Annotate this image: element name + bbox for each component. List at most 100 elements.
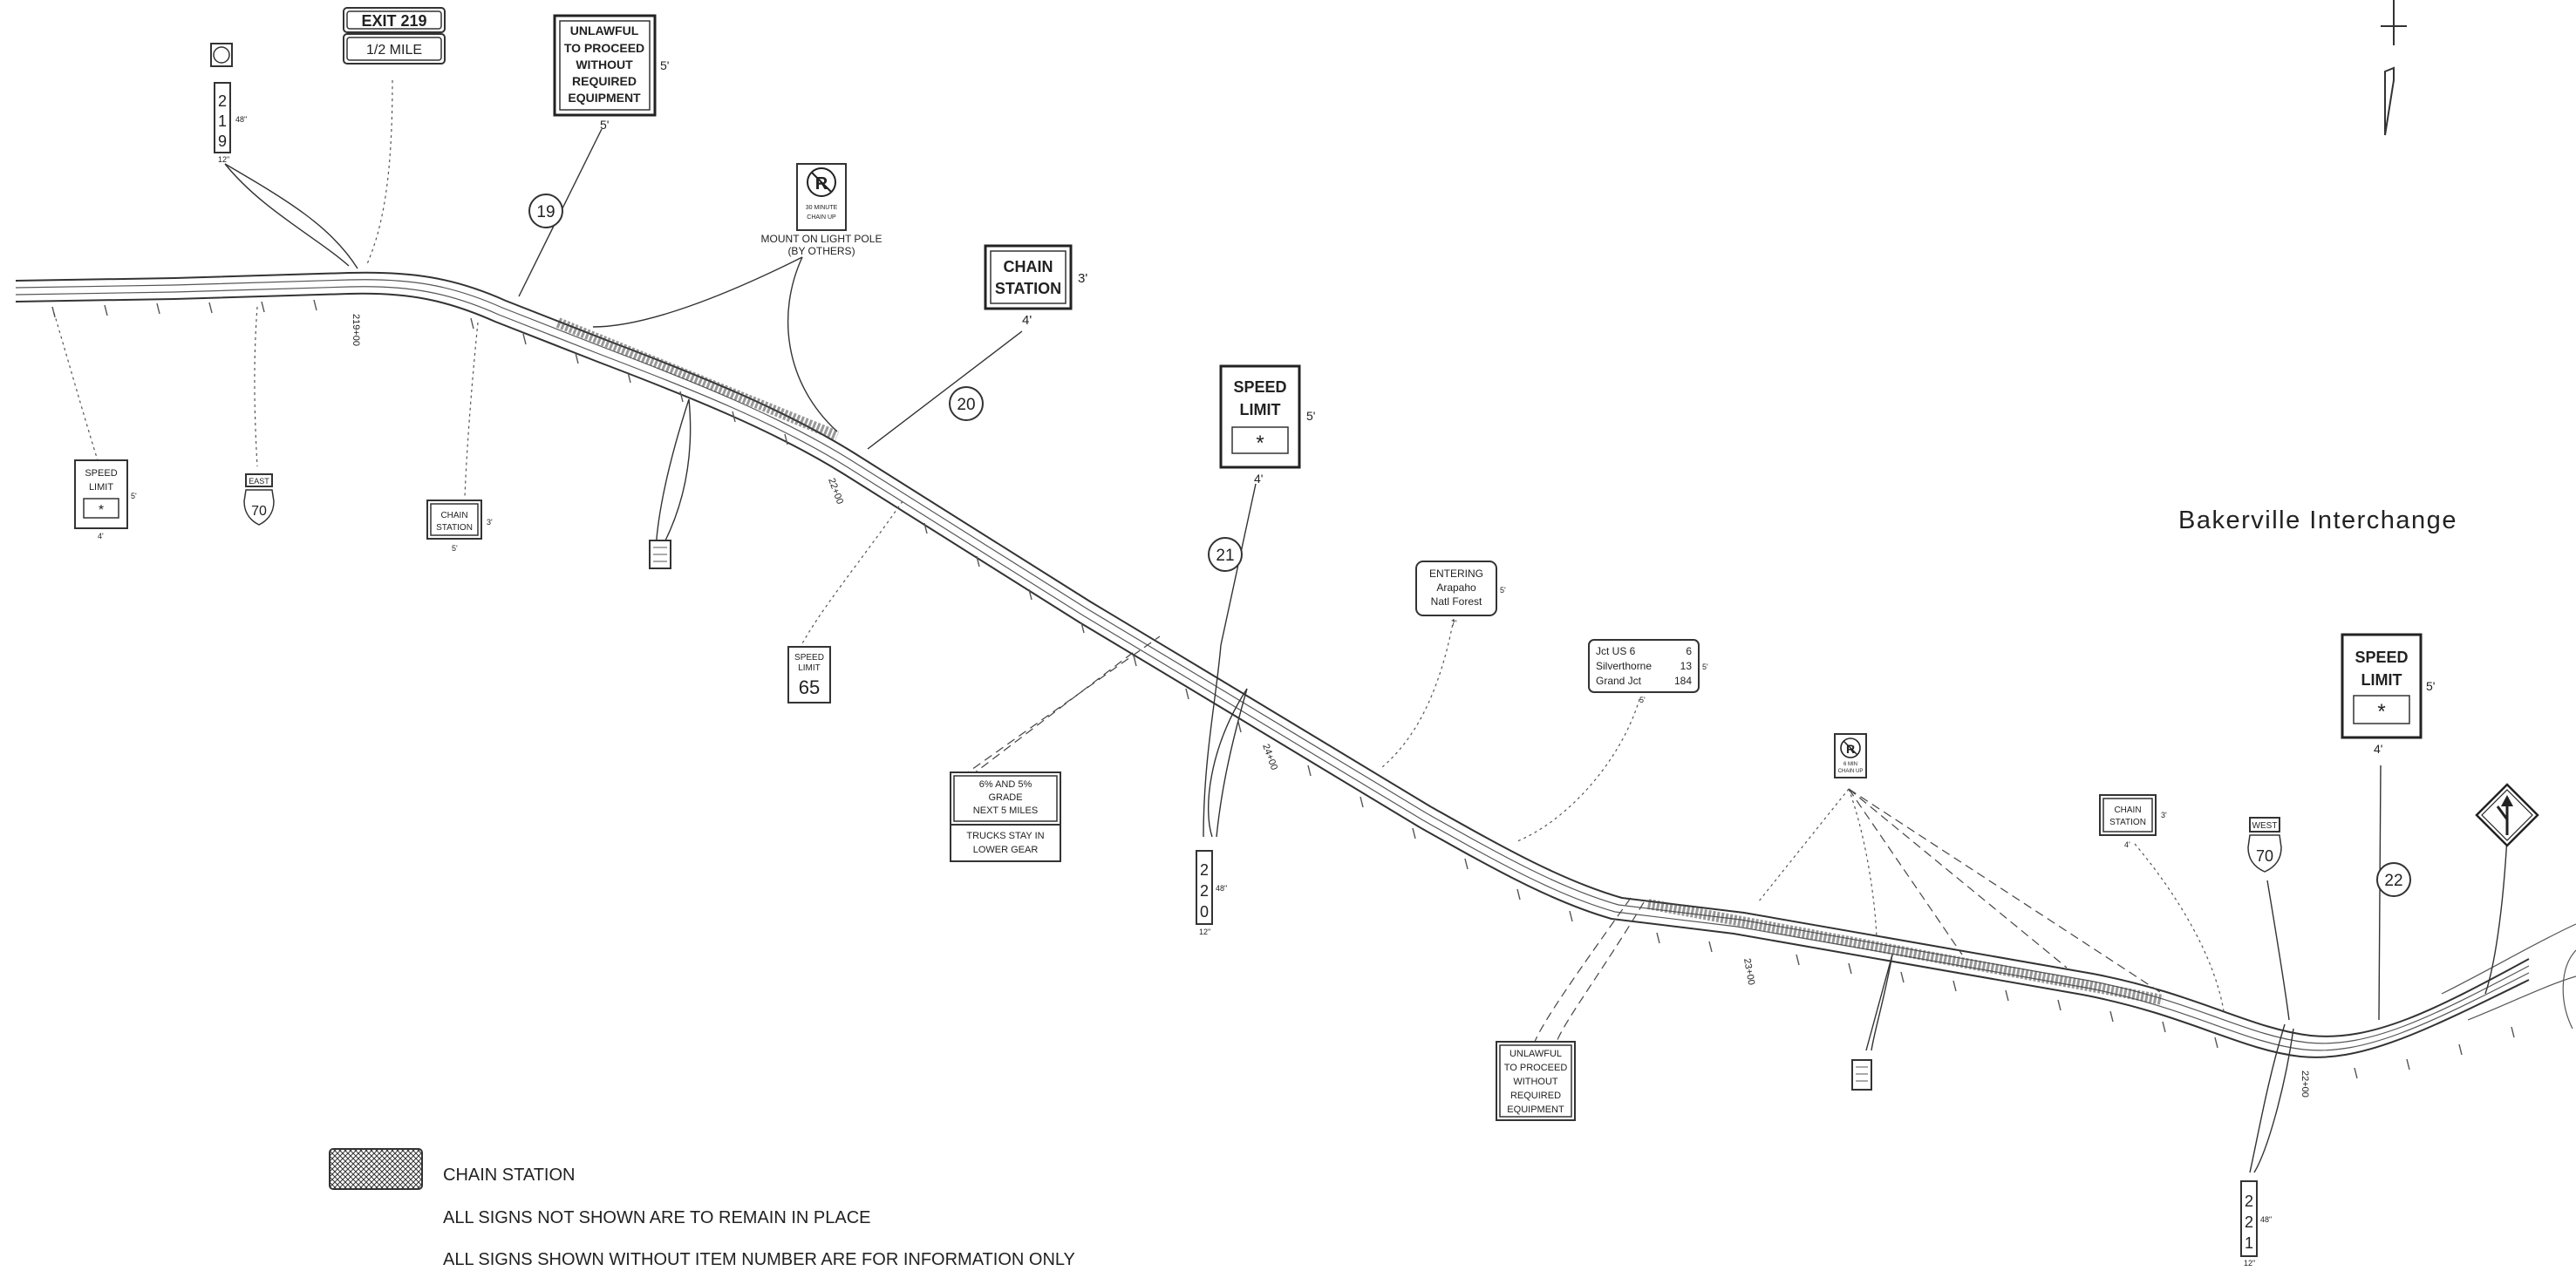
legend-note-1: ALL SIGNS NOT SHOWN ARE TO REMAIN IN PLA…	[443, 1208, 871, 1227]
station-tick	[1133, 655, 1137, 667]
station-tick	[1360, 796, 1364, 808]
sign-height-dim: 5'	[1500, 586, 1506, 595]
sign-width-dim: 4'	[2374, 742, 2382, 756]
sign-line: CHAIN UP	[807, 214, 836, 221]
mile-marker-221: 2 2 1 48" 12"	[2240, 1180, 2272, 1268]
dest-place: Jct US 6	[1596, 645, 1636, 657]
station-tick	[104, 304, 108, 316]
station-tick	[1080, 622, 1085, 634]
sign-line: TO PROCEED	[1504, 1063, 1568, 1073]
sign-width-dim: 5'	[452, 544, 458, 553]
mile-marker-219: 2 1 9 48" 12"	[210, 43, 247, 164]
station-label: 22+00	[826, 477, 845, 506]
sign-line: 6 MIN	[1843, 762, 1857, 767]
legend-note-2: ALL SIGNS SHOWN WITHOUT ITEM NUMBER ARE …	[443, 1250, 1075, 1269]
sign-line: STATION	[995, 280, 1061, 297]
mm-digit: 2	[1200, 861, 1209, 879]
sign-height-dim: 5'	[1702, 663, 1708, 671]
station-tick	[1028, 588, 1032, 601]
small-sign-icon	[649, 540, 671, 569]
sign-height-dim: 48"	[1216, 884, 1227, 893]
dest-place: Silverthorne	[1596, 660, 1652, 672]
station-tick	[470, 317, 474, 330]
sign-line: Arapaho	[1436, 581, 1476, 594]
entering-forest-sign: ENTERING Arapaho Natl Forest 5' 7'	[1415, 561, 1506, 628]
station-tick	[1708, 941, 1713, 953]
speed-limit-sign-right: SPEED LIMIT * 5' 4'	[2341, 633, 2435, 756]
sign-line: REQUIRED	[572, 74, 637, 88]
sign-line: ENTERING	[1429, 568, 1483, 580]
sign-line: SPEED	[85, 468, 117, 479]
small-sign-icon	[1851, 1059, 1872, 1091]
sign-height-dim: 5'	[131, 492, 137, 500]
note-line: (BY OTHERS)	[787, 245, 855, 257]
station-label: 23+00	[1741, 957, 1756, 986]
sign-width-dim: 5'	[600, 118, 609, 132]
callout-20-label: 20	[957, 396, 975, 414]
station-tick	[627, 371, 631, 384]
sign-line: UNLAWFUL	[570, 24, 639, 37]
note-line: MOUNT ON LIGHT POLE	[761, 233, 883, 245]
station-tick	[2005, 989, 2009, 1002]
mm-digit: 2	[1200, 882, 1209, 900]
route-number: 70	[2256, 847, 2273, 865]
sign-line: LOWER GEAR	[973, 845, 1039, 855]
sign-line: CHAIN	[440, 511, 467, 520]
station-number-labels: 219+00 22+00 24+00 23+00 22+00	[351, 314, 2310, 1098]
station-tick	[156, 302, 160, 315]
roadway-alignment	[15, 271, 2576, 1058]
sign-height-dim: 3'	[1078, 271, 1087, 286]
station-tick	[1412, 827, 1416, 839]
speed-limit-sign-mid: SPEED LIMIT * 5' 4'	[1219, 364, 1315, 486]
station-tick	[261, 301, 265, 313]
sign-line: STATION	[2109, 818, 2146, 827]
legend: CHAIN STATION ALL SIGNS NOT SHOWN ARE TO…	[329, 1148, 1075, 1269]
speed-value: *	[2377, 700, 2385, 724]
station-label: 22+00	[2300, 1070, 2310, 1098]
station-tick	[2511, 1026, 2515, 1038]
station-tick	[2214, 1037, 2218, 1049]
station-tick	[784, 433, 788, 445]
mm-digit: 9	[218, 133, 227, 150]
sign-line: CHAIN	[1004, 258, 1053, 275]
sign-height-dim: 5'	[660, 58, 669, 72]
sign-line: EQUIPMENT	[1507, 1104, 1564, 1115]
station-tick	[1516, 888, 1521, 901]
station-tick	[2458, 1043, 2463, 1056]
mm-digit: 2	[2245, 1193, 2253, 1210]
sign-line: EQUIPMENT	[568, 91, 641, 105]
station-label: 24+00	[1260, 743, 1279, 771]
no-parking-chain-up-sign-right: R 6 MIN CHAIN UP	[1834, 733, 1867, 778]
sign-line: LIMIT	[798, 663, 821, 673]
sign-height-dim: 48"	[235, 115, 247, 124]
west-i70-sign: WEST 70	[2247, 817, 2282, 873]
station-tick	[1464, 858, 1469, 870]
station-tick	[208, 302, 213, 314]
sign-line: CHAIN UP	[1838, 769, 1864, 774]
sign-line: LIMIT	[1240, 401, 1281, 418]
leader-lines	[51, 79, 2508, 1173]
station-tick	[1307, 765, 1312, 777]
station-tick	[2406, 1058, 2410, 1070]
sign-line: LIMIT	[2361, 671, 2402, 689]
sign-line: 6% AND 5%	[979, 779, 1032, 790]
station-ticks	[51, 299, 2515, 1079]
chain-station-sign-right: CHAIN STATION 3' 4'	[2099, 794, 2167, 849]
interchange-label: Bakerville Interchange	[2178, 506, 2457, 534]
chain-station-swatch	[329, 1148, 423, 1190]
sign-line: EAST	[249, 477, 269, 486]
sign-height-dim: 3'	[487, 518, 493, 527]
station-tick	[732, 411, 736, 423]
station-tick	[575, 352, 579, 364]
station-tick	[1848, 962, 1852, 975]
sign-line: WITHOUT	[576, 58, 633, 71]
route-number: 70	[251, 504, 267, 519]
mm-digit: 2	[2245, 1213, 2253, 1231]
chain-station-sign-top: CHAIN STATION 3' 4'	[984, 244, 1087, 328]
speed-limit-sign-left: SPEED LIMIT * 5' 4'	[74, 459, 137, 540]
station-tick	[1569, 910, 1573, 922]
station-label: 219+00	[351, 314, 361, 346]
sign-line: WITHOUT	[1513, 1077, 1558, 1087]
sign-height-dim: 5'	[2426, 679, 2435, 693]
